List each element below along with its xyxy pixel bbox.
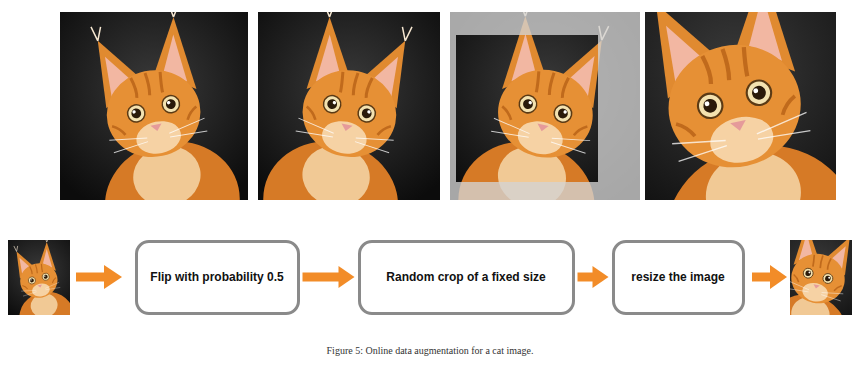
input-kitten-thumbnail <box>2 235 78 345</box>
output-kitten-thumbnail <box>762 213 856 365</box>
process-box: Random crop of a fixed size <box>358 240 575 315</box>
flow-arrow <box>578 266 609 288</box>
cropped-kitten-photo <box>447 0 640 277</box>
flipped-kitten-photo <box>252 0 443 275</box>
input-arrow <box>76 265 122 289</box>
arrow-shaft <box>303 273 341 282</box>
flow-arrow <box>303 266 355 288</box>
arrow-head <box>339 266 355 288</box>
process-box: Flip with probability 0.5 <box>135 240 300 315</box>
figure-caption: Figure 5: Online data augmentation for a… <box>327 345 534 356</box>
output-arrow <box>752 265 787 289</box>
arrow-shaft <box>578 273 595 282</box>
kitten-photo <box>60 0 251 275</box>
process-box: resize the image <box>612 240 745 315</box>
step-label: Flip with probability 0.5 <box>150 270 283 284</box>
step-label: Random crop of a fixed size <box>386 270 545 284</box>
arrow-head <box>593 266 609 288</box>
step-label: resize the image <box>631 270 724 284</box>
